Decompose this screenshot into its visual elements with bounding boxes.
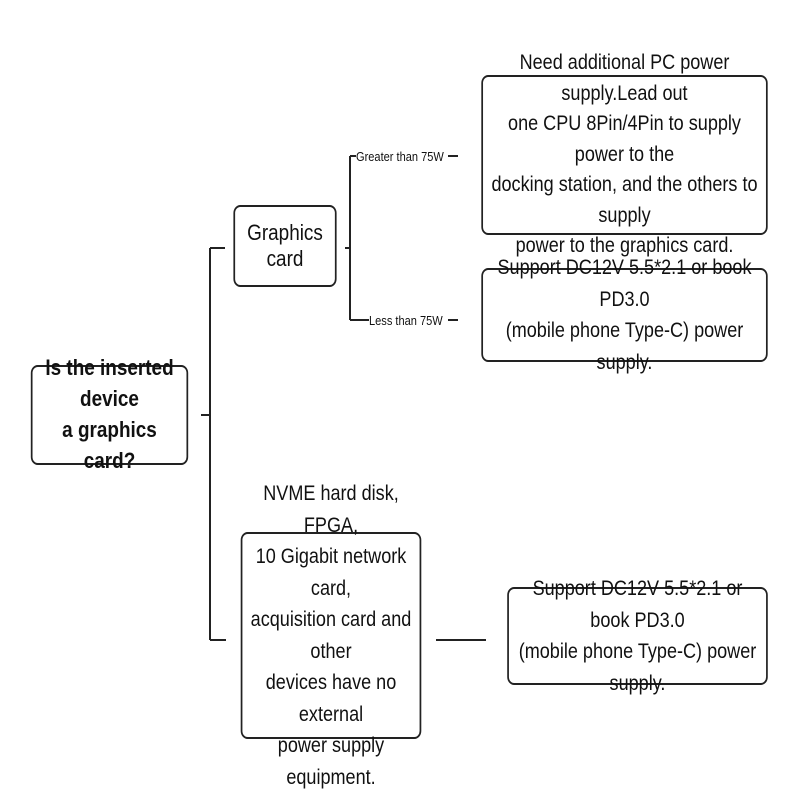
result-line: (mobile phone Type-C) power supply.: [505, 319, 744, 374]
other-devices-line: power supply equipment.: [277, 734, 385, 789]
greater-than-75w-result-node: Need additional PC power supply.Lead out…: [481, 51, 768, 257]
result-line: (mobile phone Type-C) power supply.: [518, 640, 757, 695]
connector-root-trunk: [201, 248, 211, 640]
greater-than-75w-label: Greater than 75W: [356, 149, 444, 164]
graphics-card-label: Graphics card: [247, 220, 323, 271]
root-question-line-2: a graphics card?: [62, 417, 157, 473]
other-devices-line: 10 Gigabit network card,: [255, 545, 407, 600]
other-devices-line: devices have no external: [265, 671, 397, 726]
result-line: Support DC12V 5.5*2.1 or book PD3.0: [532, 577, 743, 632]
connector-graphics-card-trunk: [345, 156, 351, 320]
root-question-node: Is the inserted device a graphics card?: [30, 355, 189, 473]
result-line: Support DC12V 5.5*2.1 or book PD3.0: [497, 256, 752, 311]
less-than-75w-result-node: Support DC12V 5.5*2.1 or book PD3.0 (mob…: [481, 256, 768, 374]
other-devices-node: NVME hard disk, FPGA, 10 Gigabit network…: [240, 482, 422, 789]
root-question-line-1: Is the inserted device: [45, 355, 174, 412]
less-than-75w-label: Less than 75W: [369, 313, 443, 328]
graphics-card-node: Graphics card: [233, 205, 337, 287]
result-line: docking station, and the others to suppl…: [491, 173, 758, 227]
other-devices-line: acquisition card and other: [250, 608, 412, 663]
other-devices-result-node: Support DC12V 5.5*2.1 or book PD3.0 (mob…: [507, 577, 768, 695]
result-line: Need additional PC power supply.Lead out: [519, 51, 730, 105]
result-line: power to the graphics card.: [515, 234, 734, 258]
result-line: one CPU 8Pin/4Pin to supply power to the: [508, 112, 741, 166]
other-devices-line: NVME hard disk, FPGA,: [263, 482, 399, 537]
